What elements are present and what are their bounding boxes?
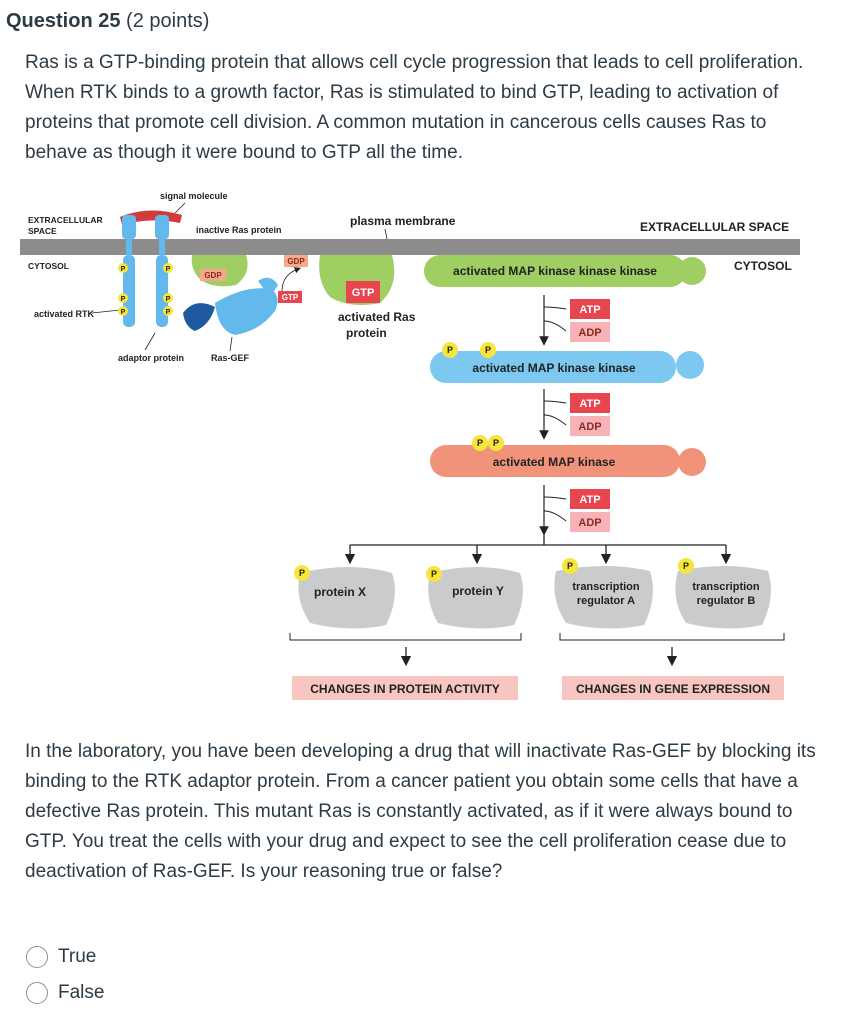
mapk-phosphate-2: P bbox=[493, 438, 499, 448]
rtk-phosphates: P P P P P P bbox=[118, 263, 173, 316]
svg-text:P: P bbox=[121, 266, 126, 273]
extracellular-left-label-1: EXTRACELLULAR bbox=[28, 215, 103, 225]
adaptor-protein-shape bbox=[183, 303, 215, 331]
svg-text:P: P bbox=[683, 561, 689, 571]
plasma-membrane-label: plasma membrane bbox=[350, 214, 456, 228]
changes-gene-expression-label: CHANGES IN GENE EXPRESSION bbox=[576, 682, 770, 696]
question-points: (2 points) bbox=[126, 10, 210, 32]
adp-label-2: ADP bbox=[578, 421, 601, 433]
ras-gef-shape bbox=[215, 288, 278, 335]
changes-gene-expression-box bbox=[562, 676, 784, 700]
svg-text:P: P bbox=[121, 309, 126, 316]
svg-text:GDP: GDP bbox=[204, 271, 222, 280]
option-true-radio[interactable] bbox=[26, 946, 48, 968]
svg-text:regulator B: regulator B bbox=[697, 595, 756, 607]
cytosol-left-label: CYTOSOL bbox=[28, 261, 69, 271]
extracellular-left-label-2: SPACE bbox=[28, 226, 57, 236]
cytosol-right-label: CYTOSOL bbox=[734, 259, 792, 273]
adaptor-protein-label: adaptor protein bbox=[118, 353, 184, 363]
gdp-badge bbox=[200, 269, 226, 281]
svg-text:protein Y: protein Y bbox=[452, 584, 504, 598]
svg-text:GTP: GTP bbox=[352, 287, 375, 299]
protein-y: P protein Y bbox=[426, 566, 523, 629]
option-false[interactable]: False bbox=[26, 975, 104, 1011]
option-false-label: False bbox=[58, 982, 105, 1003]
adp-label-3: ADP bbox=[578, 517, 601, 529]
inactive-ras-label: inactive Ras protein bbox=[196, 225, 282, 235]
protein-x: P protein X bbox=[294, 565, 395, 629]
ras-gef-label: Ras-GEF bbox=[211, 353, 250, 363]
svg-text:transcription: transcription bbox=[572, 581, 640, 593]
atp-label-3: ATP bbox=[579, 494, 600, 506]
mapk-label: activated MAP kinase bbox=[493, 455, 616, 469]
plasma-membrane-bar bbox=[20, 239, 800, 255]
mapkkk-shape bbox=[424, 255, 686, 287]
svg-text:P: P bbox=[567, 561, 573, 571]
transcription-regulator-b: P transcription regulator B bbox=[675, 558, 771, 629]
svg-text:P: P bbox=[166, 266, 171, 273]
activated-ras-label-1: activated Ras bbox=[338, 310, 416, 324]
mapkk-label: activated MAP kinase kinase bbox=[472, 361, 636, 375]
incoming-gtp-label: GTP bbox=[282, 293, 299, 302]
svg-text:regulator A: regulator A bbox=[577, 595, 635, 607]
atp-label-1: ATP bbox=[579, 304, 600, 316]
svg-text:P: P bbox=[166, 309, 171, 316]
activated-rtk-label: activated RTK bbox=[34, 309, 95, 319]
svg-text:P: P bbox=[431, 569, 437, 579]
svg-text:protein X: protein X bbox=[314, 585, 366, 599]
svg-text:P: P bbox=[166, 296, 171, 303]
ras-pathway-diagram: signal molecule EXTRACELLULAR SPACE inac… bbox=[20, 191, 800, 700]
atp-label-2: ATP bbox=[579, 398, 600, 410]
question-intro-text: Ras is a GTP-binding protein that allows… bbox=[25, 52, 804, 163]
activated-rtk-shape bbox=[122, 215, 169, 327]
extracellular-right-label: EXTRACELLULAR SPACE bbox=[640, 220, 789, 234]
question-title: Question 25 bbox=[6, 10, 121, 32]
option-false-radio[interactable] bbox=[26, 982, 48, 1004]
mapkk-phosphate-1: P bbox=[447, 345, 453, 355]
svg-text:P: P bbox=[121, 296, 126, 303]
question-header: Question 25 (2 points) bbox=[6, 10, 209, 33]
question-followup-text: In the laboratory, you have been develop… bbox=[25, 741, 816, 882]
svg-text:P: P bbox=[299, 568, 305, 578]
changes-protein-activity-label: CHANGES IN PROTEIN ACTIVITY bbox=[310, 682, 500, 696]
mapkk-shape bbox=[430, 351, 676, 383]
mapkk-phosphate-2: P bbox=[485, 345, 491, 355]
released-gdp-label: GDP bbox=[287, 257, 305, 266]
svg-text:transcription: transcription bbox=[692, 581, 760, 593]
transcription-regulator-a: P transcription regulator A bbox=[554, 558, 653, 629]
signal-molecule-label: signal molecule bbox=[160, 191, 228, 201]
adp-label-1: ADP bbox=[578, 327, 601, 339]
mapk-shape bbox=[430, 445, 680, 477]
answer-options: True False bbox=[26, 939, 104, 1011]
changes-protein-activity-box bbox=[292, 676, 518, 700]
option-true-label: True bbox=[58, 946, 97, 967]
activated-ras-label-2: protein bbox=[346, 326, 387, 340]
gtp-badge bbox=[346, 281, 380, 303]
option-true[interactable]: True bbox=[26, 939, 104, 975]
mapk-phosphate-1: P bbox=[477, 438, 483, 448]
mapkkk-label: activated MAP kinase kinase kinase bbox=[453, 264, 657, 278]
